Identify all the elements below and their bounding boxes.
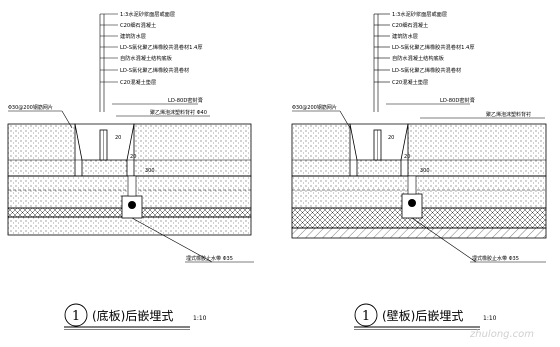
left-layer-label: C20混凝土垫层 — [120, 78, 156, 86]
left-note-leaders — [99, 13, 118, 112]
right-caption: (壁板)后嵌埋式 — [382, 308, 463, 323]
left-caption: (底板)后嵌埋式 — [92, 308, 173, 323]
left-layer-label: 自防水混凝土结构底板 — [120, 54, 173, 62]
left-layer-labels: 1:3水泥砂浆面层或面层 C20细石混凝土 建筑防水层 LD-S氯化聚乙烯橡胶共… — [120, 10, 203, 86]
left-steel-label: Φ30@200钢筋网片 — [8, 104, 53, 111]
left-layer-label: 1:3水泥砂浆面层或面层 — [120, 10, 175, 18]
right-callout-number: 1 — [362, 309, 370, 324]
left-detail: 1:3水泥砂浆面层或面层 C20细石混凝土 建筑防水层 LD-S氯化聚乙烯橡胶共… — [7, 10, 254, 330]
left-layer-label: C20细石混凝土 — [120, 21, 156, 29]
right-dim-c: 300 — [420, 168, 430, 174]
left-slab-right — [133, 123, 252, 177]
right-layer-label: 自防水混凝土结构底板 — [392, 54, 445, 62]
left-dim-b: 20 — [115, 135, 121, 141]
right-layer-label: C20细石混凝土 — [392, 21, 428, 29]
right-sealant-label: LD-80D密封膏 — [440, 96, 475, 104]
left-base-layer — [7, 216, 252, 236]
right-layer-label: C20混凝土垫层 — [392, 78, 428, 86]
right-layer-label: LD-S氯化聚乙烯橡胶共混卷材1.4厚 — [392, 43, 475, 51]
right-layer-label: LD-S氯化聚乙烯橡胶共混卷材 — [392, 66, 461, 74]
right-slab-left — [291, 123, 351, 177]
right-scale: 1:10 — [483, 315, 497, 322]
right-steel-label: Φ30@200钢筋网片 — [292, 104, 337, 111]
left-callout-circle — [64, 303, 88, 327]
left-slab-left — [7, 123, 76, 177]
right-layer-labels: 1:3水泥砂浆面层或面层 C20细石混凝土 建筑防水层 LD-S氯化聚乙烯橡胶共… — [392, 10, 475, 86]
left-sealant-label: LD-80D密封膏 — [168, 96, 203, 104]
left-foam-label: 聚乙烯泡沫塑料背衬 Φ40 — [150, 109, 207, 116]
left-callout-number: 1 — [72, 309, 80, 324]
right-layer-label: 建筑防水层 — [392, 32, 418, 40]
right-detail: 1:3水泥砂浆面层或面层 C20细石混凝土 建筑防水层 LD-S氯化聚乙烯橡胶共… — [291, 10, 547, 330]
right-note-leaders — [373, 13, 390, 112]
right-callout-circle — [354, 303, 378, 327]
left-layer-label: 建筑防水层 — [120, 32, 146, 40]
right-dim-a: 20 — [404, 154, 410, 160]
right-base-layer — [291, 227, 547, 239]
left-dim-a: 20 — [130, 154, 136, 160]
left-waterstop-label: 埋式橡胶止水带 Φ35 — [186, 255, 233, 262]
watermark: zhulong.com — [469, 329, 534, 340]
right-layer-label: 1:3水泥砂浆面层或面层 — [392, 10, 447, 18]
right-slab-right — [407, 123, 547, 177]
right-dim-b: 20 — [388, 135, 394, 141]
left-layer-label: LD-S氯化聚乙烯橡胶共混卷材 — [120, 66, 189, 74]
left-dim-c: 300 — [145, 168, 155, 174]
right-waterstop-label: 埋式橡胶止水带 Φ35 — [472, 255, 519, 262]
left-scale: 1:10 — [193, 315, 207, 322]
right-foam-label: 聚乙烯泡沫塑料背衬 — [486, 111, 531, 118]
left-layer-label: LD-S氯化聚乙烯橡胶共混卷材1.4厚 — [120, 43, 203, 51]
